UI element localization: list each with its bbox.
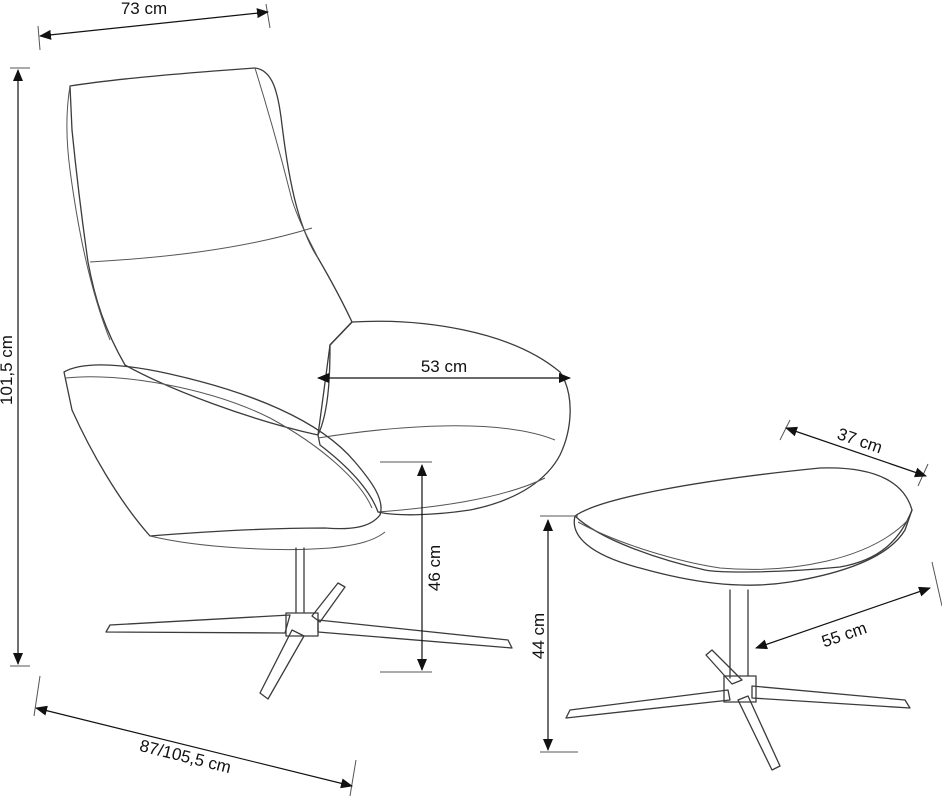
footstool-star-base (565, 649, 911, 771)
ext-line-depth-right (349, 759, 357, 797)
label-chair-depth: 87/105,5 cm (138, 736, 233, 777)
ext-line-depth-left (33, 675, 41, 717)
ext-line-stool-width-left (779, 419, 791, 441)
chair-star-base (105, 582, 513, 700)
label-seat-height: 46 cm (425, 545, 444, 591)
label-seat-depth: 53 cm (421, 357, 467, 376)
dim-line-chair-depth (35, 705, 353, 789)
label-chair-height: 101,5 cm (0, 335, 16, 405)
chair-backrest-inner-edge (66, 85, 111, 341)
chair-seat-cushion (317, 320, 571, 516)
ext-line-stool-depth-right (931, 561, 942, 607)
chair-backrest-seam (89, 227, 313, 263)
label-chair-width: 73 cm (121, 0, 167, 18)
ext-line-width-right (265, 3, 271, 29)
chair-backrest (69, 67, 353, 436)
footstool-drawing (565, 467, 913, 771)
dimension-lines (10, 3, 942, 797)
chair-shell-base (149, 531, 386, 550)
dimension-labels: 73 cm 101,5 cm 87/105,5 cm 53 cm 46 cm 3… (0, 0, 885, 777)
label-footstool-height: 44 cm (529, 613, 548, 659)
chair-backrest-side (254, 67, 319, 259)
dim-line-stool-depth (755, 586, 931, 650)
dim-line-chair-width (39, 8, 269, 40)
label-footstool-width: 37 cm (835, 424, 885, 457)
chair-seat-bottom (377, 477, 546, 513)
ext-line-width-left (37, 25, 41, 51)
chair-shell-top-edge (65, 376, 373, 509)
footstool-cushion-body (573, 509, 913, 586)
footstool-cushion-top (574, 467, 913, 573)
dim-line-stool-width (785, 426, 927, 478)
chair-outer-shell (63, 364, 382, 537)
armchair-drawing (63, 67, 571, 700)
chair-seat-front (317, 425, 556, 441)
footstool-cushion-seam (577, 519, 909, 570)
